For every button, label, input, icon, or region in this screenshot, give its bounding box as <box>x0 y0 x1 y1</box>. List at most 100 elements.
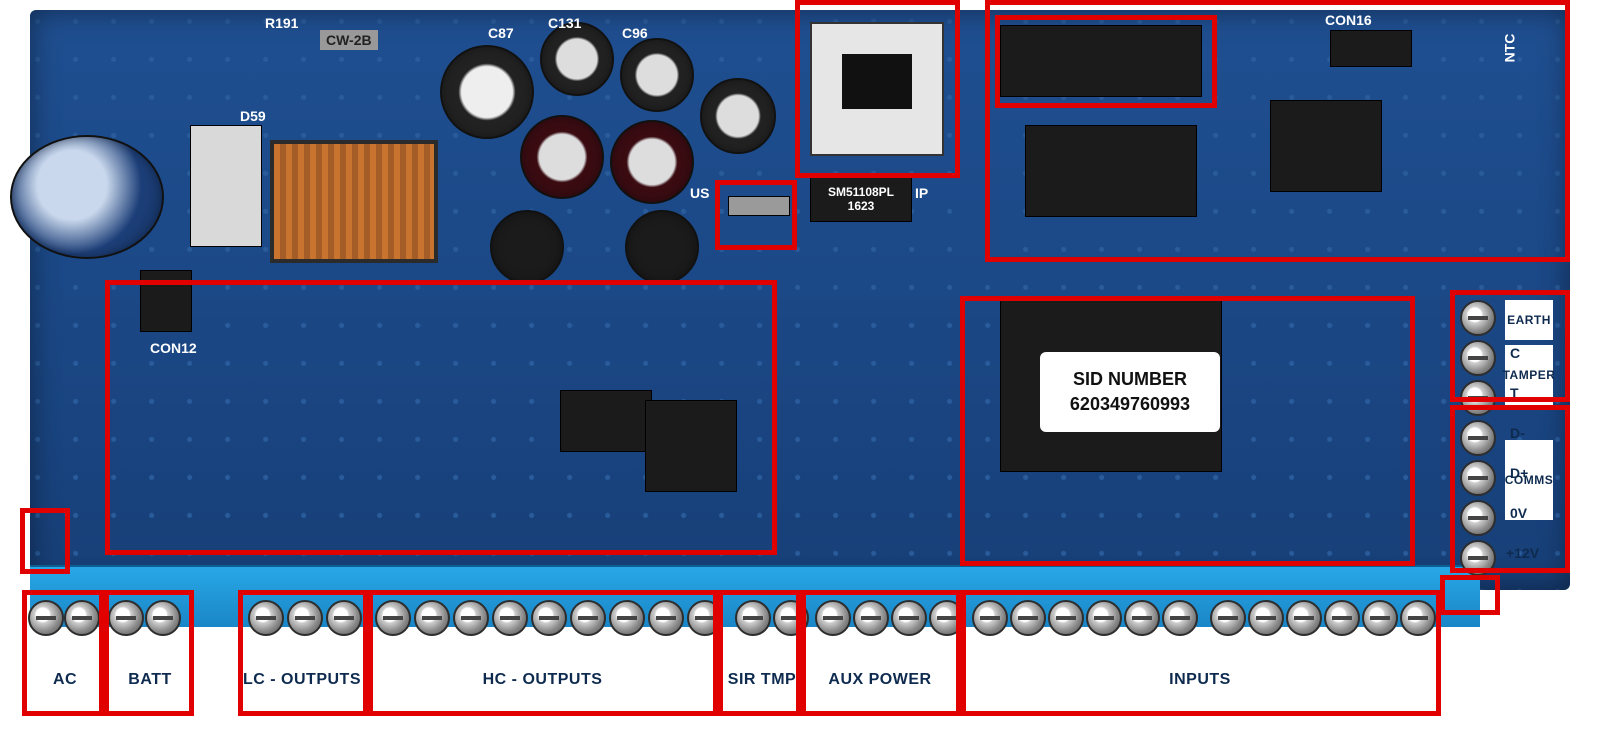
terminal-input-3[interactable] <box>1048 600 1084 636</box>
terminal-input-9[interactable] <box>1286 600 1322 636</box>
label-batt-text: BATT <box>128 671 172 688</box>
highlight-aux-power <box>801 590 961 716</box>
c96-label: C96 <box>622 25 648 41</box>
usb-label: US <box>690 185 710 201</box>
pin-ac-1: ~ <box>40 645 49 661</box>
rj45-transformer: SM51108PL 1623 <box>810 175 912 222</box>
pin-hc-9: C <box>698 645 709 661</box>
terminal-lc-plus[interactable] <box>326 600 362 636</box>
pin-input-4: 3 <box>1096 645 1104 661</box>
terminal-s4[interactable] <box>248 600 284 636</box>
label-sir-tmp: SIR TMP <box>724 668 800 692</box>
capacitor-mid-1 <box>520 115 604 199</box>
label-inputs-text: INPUTS <box>1169 671 1231 688</box>
terminal-input-11[interactable] <box>1362 600 1398 636</box>
toroid-coil <box>270 140 438 263</box>
highlight-mcu <box>960 296 1415 566</box>
capacitor-c96 <box>620 38 694 112</box>
terminal-comms-dplus[interactable] <box>1460 460 1496 496</box>
ip-label: IP <box>915 185 929 201</box>
terminal-comms-0v[interactable] <box>1460 500 1496 536</box>
label-earth: EARTH <box>1505 300 1553 340</box>
terminal-tamper-c[interactable] <box>1460 340 1496 376</box>
pin-lc-plus: + <box>340 645 349 661</box>
highlight-ac <box>22 590 104 716</box>
pin-input-6: 4 <box>1172 645 1180 661</box>
terminal-input-4[interactable] <box>1086 600 1122 636</box>
rj45-code-2: 1623 <box>847 198 875 213</box>
highlight-usb <box>715 180 797 250</box>
highlight-power-stage <box>105 280 777 555</box>
capacitor-c87 <box>440 45 534 139</box>
memory-chip-2 <box>1270 100 1382 192</box>
terminal-hc-6[interactable] <box>570 600 606 636</box>
pin-hc-2: S1 <box>423 645 441 661</box>
pin-input-1: 1 <box>982 645 990 661</box>
c87-label: C87 <box>488 25 514 41</box>
label-hc-outputs-text: HC - OUTPUTS <box>482 671 603 688</box>
terminal-input-6[interactable] <box>1162 600 1198 636</box>
pin-sir-c: C <box>784 645 795 661</box>
terminal-s5[interactable] <box>287 600 323 636</box>
highlight-small-right <box>1440 575 1500 615</box>
highlight-inputs <box>961 590 1441 716</box>
terminal-input-1[interactable] <box>972 600 1008 636</box>
terminal-input-5[interactable] <box>1124 600 1160 636</box>
r191-label: R191 <box>265 15 299 31</box>
ethernet-port[interactable] <box>810 22 944 156</box>
label-hc-outputs: HC - OUTPUTS <box>370 668 715 692</box>
label-ac: AC <box>25 668 105 692</box>
terminal-hc-2[interactable] <box>414 600 450 636</box>
terminal-earth[interactable] <box>1460 300 1496 336</box>
pin-input-10: 7 <box>1334 645 1342 661</box>
pin-hc-4: + <box>508 645 517 661</box>
d59-label: D59 <box>240 108 266 124</box>
label-tamper-text: TAMPER <box>1502 368 1556 382</box>
terminal-batt-minus[interactable] <box>145 600 181 636</box>
terminal-input-8[interactable] <box>1248 600 1284 636</box>
resistor-marking: CW-2B <box>320 30 378 50</box>
terminal-hc-8[interactable] <box>648 600 684 636</box>
sid-sticker: SID NUMBER 620349760993 <box>1040 352 1220 432</box>
terminal-input-2[interactable] <box>1010 600 1046 636</box>
terminal-input-7[interactable] <box>1210 600 1246 636</box>
highlight-upper-right-module <box>985 0 1570 262</box>
label-tamper: TAMPER <box>1502 345 1556 405</box>
terminal-sir-t[interactable] <box>735 600 771 636</box>
terminal-aux-2[interactable] <box>853 600 889 636</box>
highlight-sir-tmp <box>718 590 801 716</box>
terminal-hc-3[interactable] <box>453 600 489 636</box>
capacitor-c131 <box>540 22 614 96</box>
rj45-code: SM51108PL <box>827 184 895 199</box>
pin-input-2: C <box>1020 645 1031 661</box>
terminal-input-10[interactable] <box>1324 600 1360 636</box>
pin-aux-2: + <box>864 645 873 661</box>
terminal-input-12[interactable] <box>1400 600 1436 636</box>
highlight-ribbon-header <box>995 15 1217 108</box>
terminal-hc-1[interactable] <box>375 600 411 636</box>
terminal-hc-4[interactable] <box>492 600 528 636</box>
driver-chip <box>645 400 737 492</box>
label-comms: COMMS <box>1505 440 1553 520</box>
pin-tamper-c: C <box>1510 345 1521 361</box>
con16-header[interactable] <box>1330 30 1412 67</box>
terminal-aux-1[interactable] <box>815 600 851 636</box>
pin-hc-8: S3 <box>656 645 674 661</box>
c131-label: C131 <box>548 15 582 31</box>
terminal-aux-3[interactable] <box>891 600 927 636</box>
usb-port[interactable] <box>728 196 790 216</box>
label-sir-tmp-text: SIR TMP <box>727 671 797 688</box>
pin-hc-5: S2 <box>540 645 558 661</box>
ribbon-header[interactable] <box>1000 25 1202 97</box>
terminal-comms-dminus[interactable] <box>1460 420 1496 456</box>
terminal-hc-5[interactable] <box>531 600 567 636</box>
pin-input-5: C <box>1134 645 1145 661</box>
label-lc-outputs-text: LC - OUTPUTS <box>243 671 361 688</box>
terminal-batt-plus[interactable] <box>108 600 144 636</box>
terminal-hc-7[interactable] <box>609 600 645 636</box>
terminal-ac-1[interactable] <box>28 600 64 636</box>
inductor-2 <box>625 210 699 284</box>
capacitor-right <box>700 78 776 154</box>
pin-input-11: C <box>1372 645 1383 661</box>
